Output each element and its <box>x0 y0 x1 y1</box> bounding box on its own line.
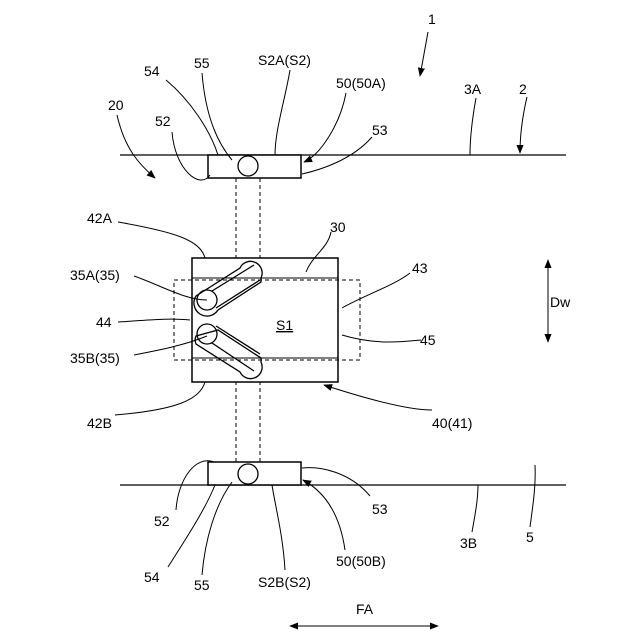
main-body-30 <box>192 258 338 382</box>
leader-54-bot <box>168 485 215 567</box>
leader-5 <box>530 465 535 527</box>
label-35A: 35A(35) <box>70 267 120 283</box>
label-50B: 50(50B) <box>336 553 386 569</box>
leader-42A <box>118 222 205 258</box>
label-52-bot: 52 <box>154 513 170 529</box>
label-54-top: 54 <box>144 63 160 79</box>
label-54-bot: 54 <box>144 569 160 585</box>
label-20: 20 <box>108 97 124 113</box>
leader-43 <box>342 273 410 308</box>
leader-S2B <box>272 485 285 570</box>
label-Dw: Dw <box>550 294 571 310</box>
leader-S2A <box>275 70 290 155</box>
label-55-top: 55 <box>194 55 210 71</box>
label-S2B: S2B(S2) <box>258 574 311 590</box>
leader-40 <box>324 385 432 410</box>
label-FA: FA <box>356 601 374 617</box>
leader-42B <box>115 382 205 415</box>
label-45: 45 <box>420 332 436 348</box>
leader-3A <box>470 98 476 155</box>
label-5: 5 <box>526 529 534 545</box>
leader-50B <box>303 480 345 550</box>
label-42A: 42A <box>87 210 113 226</box>
leader-1 <box>420 32 428 76</box>
leader-50A <box>304 93 346 162</box>
leader-55-bot <box>202 482 232 575</box>
label-42B: 42B <box>87 415 112 431</box>
label-3B: 3B <box>460 535 477 551</box>
label-50A: 50(50A) <box>336 75 386 91</box>
label-55-bot: 55 <box>194 577 210 593</box>
leader-45 <box>342 335 421 342</box>
label-53-bot: 53 <box>372 501 388 517</box>
leader-44 <box>118 319 190 322</box>
label-2: 2 <box>519 81 527 97</box>
leader-52-top <box>172 132 210 180</box>
leader-55-top <box>202 73 232 160</box>
label-3A: 3A <box>464 81 482 97</box>
label-44: 44 <box>96 314 112 330</box>
leader-3B <box>472 485 478 532</box>
label-35B: 35B(35) <box>70 350 120 366</box>
leader-53-bot <box>302 468 370 496</box>
label-S1: S1 <box>276 317 293 333</box>
leader-2 <box>520 97 527 153</box>
label-53-top: 53 <box>372 122 388 138</box>
label-1: 1 <box>428 11 436 27</box>
label-S2A: S2A(S2) <box>258 52 311 68</box>
leader-20 <box>117 115 155 178</box>
label-40: 40(41) <box>432 415 472 431</box>
label-43: 43 <box>412 260 428 276</box>
label-30: 30 <box>330 219 346 235</box>
label-52-top: 52 <box>155 113 171 129</box>
